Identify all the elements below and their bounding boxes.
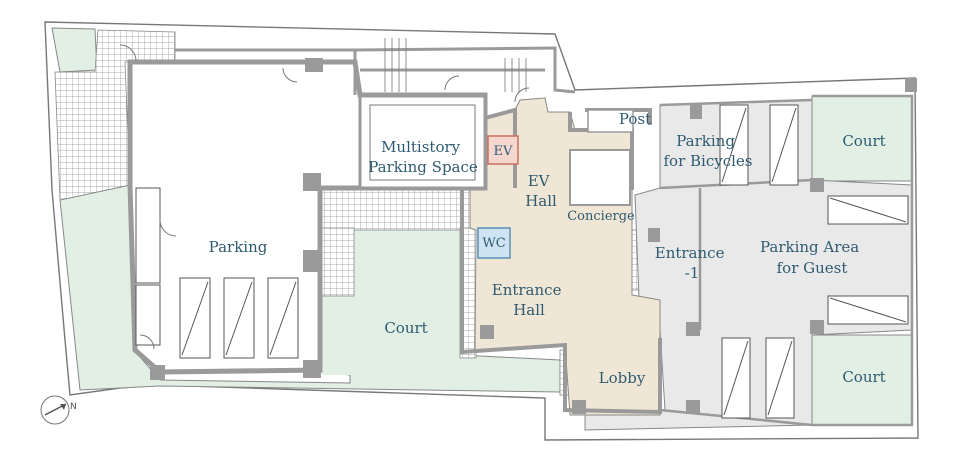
stairs bbox=[384, 38, 527, 92]
court-center-label: Court bbox=[384, 319, 427, 337]
center-grid-paving-2 bbox=[319, 227, 355, 297]
guest-parking-label: Parking Area for Guest bbox=[760, 238, 864, 277]
court-se-area bbox=[811, 334, 913, 426]
north-service-walls bbox=[175, 46, 576, 95]
door-swings bbox=[119, 44, 530, 350]
court-ne-label: Court bbox=[842, 132, 885, 150]
bicycle-parking-label: Parking for Bicycles bbox=[664, 132, 753, 170]
entrance-hall-label: Entrance Hall bbox=[492, 281, 566, 319]
compass-icon: N bbox=[40, 395, 77, 425]
lobby-label: Lobby bbox=[599, 369, 646, 387]
guest-parking-stalls bbox=[719, 104, 909, 419]
parking-label: Parking bbox=[209, 238, 268, 256]
west-parking-stalls bbox=[135, 187, 299, 359]
wc-label: WC bbox=[482, 236, 505, 251]
multistory-label: Multistory Parking Space bbox=[368, 138, 478, 176]
wc-box bbox=[477, 227, 511, 259]
post-label: Post bbox=[619, 110, 651, 128]
multistory-outer bbox=[358, 94, 487, 190]
elevator-label: EV bbox=[494, 144, 513, 159]
concierge-room bbox=[569, 149, 631, 206]
multistory-inner bbox=[369, 104, 476, 181]
hall-walls bbox=[460, 107, 662, 415]
entrance-label: Entrance -1 bbox=[655, 244, 729, 282]
compass-north-label: N bbox=[70, 402, 77, 412]
post-room bbox=[587, 109, 634, 133]
ev-hall-label: EV Hall bbox=[525, 172, 557, 210]
elevator-box bbox=[487, 135, 519, 165]
columns bbox=[150, 58, 917, 414]
center-grid-paving bbox=[319, 187, 471, 231]
court-se-label: Court bbox=[842, 368, 885, 386]
concierge-label: Concierge bbox=[567, 209, 635, 224]
west-garden bbox=[51, 27, 98, 73]
guest-parking-zone bbox=[584, 99, 913, 431]
